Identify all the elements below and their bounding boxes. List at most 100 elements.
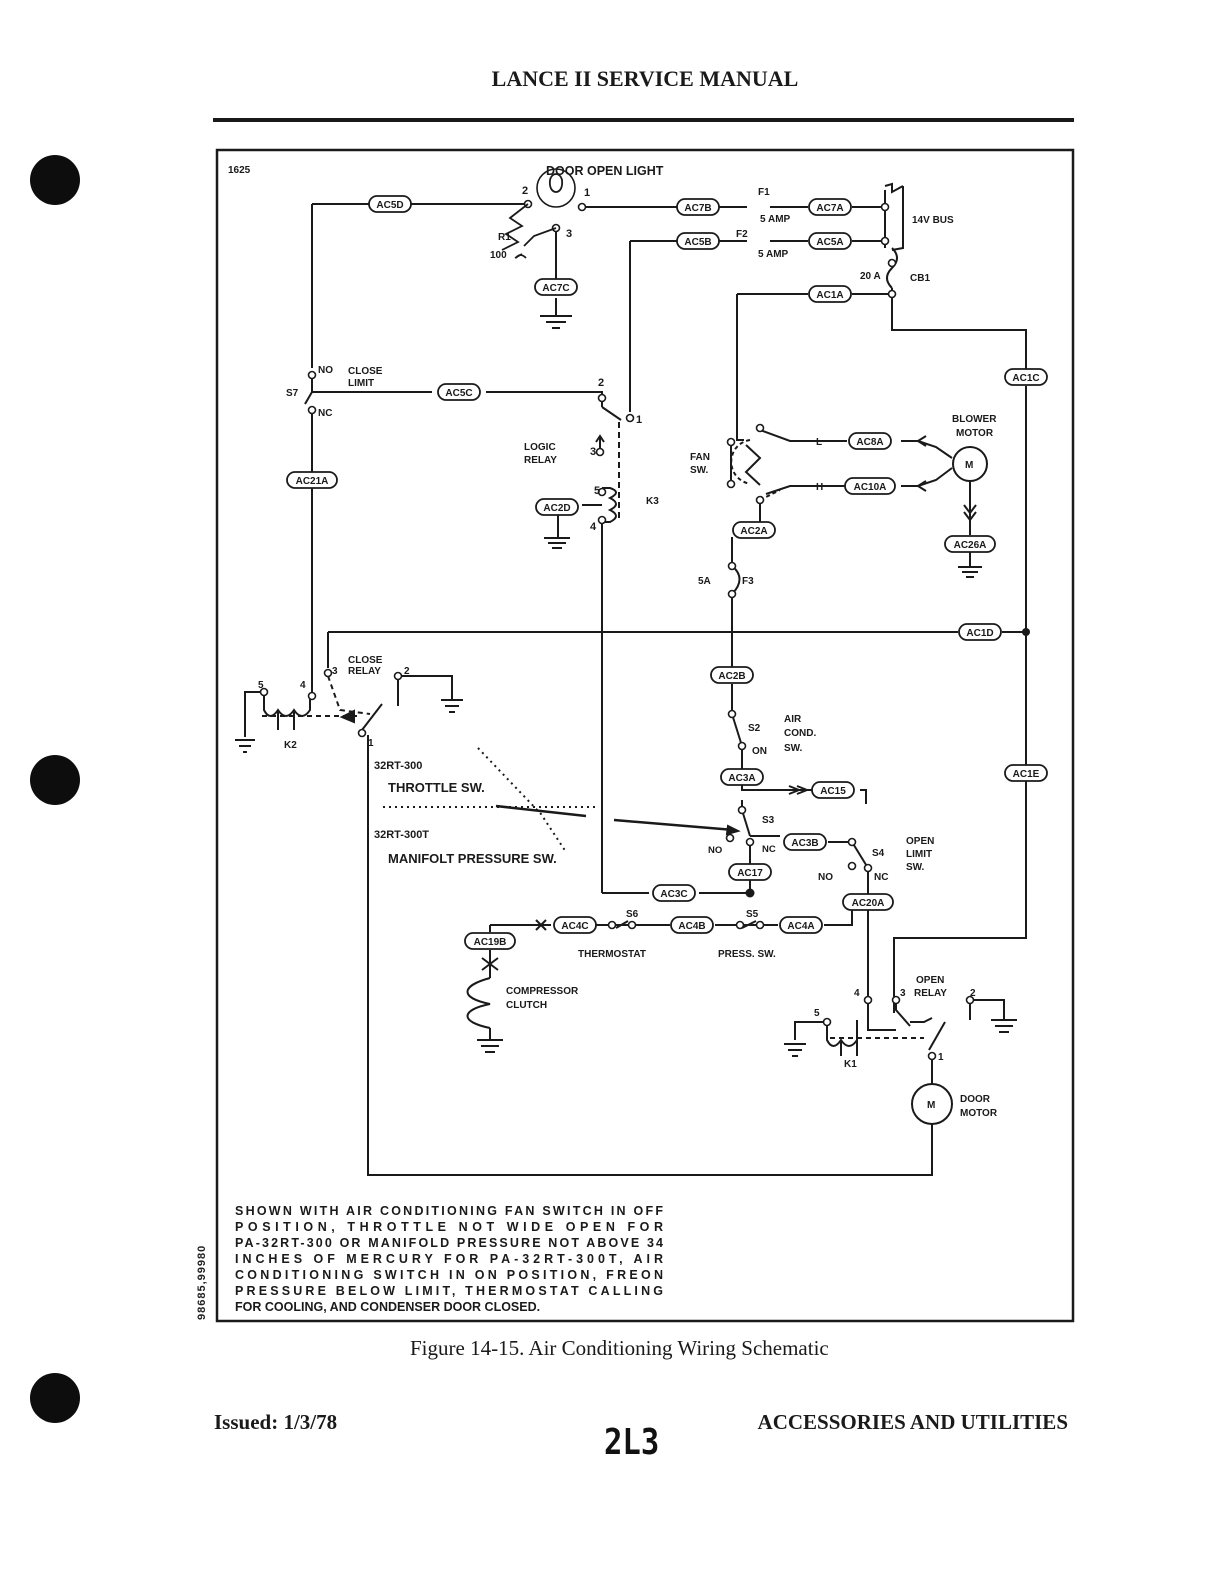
page-header: LANCE II SERVICE MANUAL — [491, 66, 799, 91]
open-relay-label: RELAY — [914, 988, 947, 999]
wire-label-text: AC4C — [561, 921, 588, 932]
wire-label-text: AC1A — [816, 290, 843, 301]
compressor-clutch-label: CLUTCH — [506, 1000, 547, 1011]
note-line: FOR COOLING, AND CONDENSER DOOR CLOSED. — [235, 1300, 540, 1314]
s5-label: S5 — [746, 909, 759, 920]
k1-label: K1 — [844, 1059, 857, 1070]
fuse-f2-label: F2 — [736, 229, 748, 240]
pressure-switch-label: PRESS. SW. — [718, 949, 776, 960]
close-relay-label: CLOSE — [348, 655, 383, 666]
wire-label-text: AC5D — [376, 200, 403, 211]
wire-label-text: AC1C — [1012, 373, 1039, 384]
wire-label-text: AC5B — [684, 237, 711, 248]
wire-label-text: AC17 — [737, 868, 763, 879]
open-limit-label: OPEN — [906, 836, 934, 847]
logic-relay-label: RELAY — [524, 455, 557, 466]
s4-no-label: NO — [818, 872, 833, 883]
pin-label: 2 — [404, 666, 410, 677]
s7-nc-label: NC — [318, 408, 332, 419]
wire-label-ac7b: AC7B — [676, 198, 720, 216]
pin-label: 5 — [258, 680, 264, 691]
door-motor-label: DOOR — [960, 1094, 991, 1105]
throttle-switch-label: THROTTLE SW. — [388, 780, 485, 795]
wire-label-ac5b: AC5B — [676, 232, 720, 250]
breaker-label: CB1 — [910, 273, 930, 284]
wire-label-text: AC4A — [787, 921, 814, 932]
wire-label-text: AC7B — [684, 203, 711, 214]
pin-label: 1 — [584, 187, 590, 199]
fuse-f1-rating: 5 AMP — [760, 214, 791, 225]
wire-label-ac20a: AC20A — [842, 893, 894, 911]
s4-label: S4 — [872, 848, 885, 859]
wire-label-text: AC3A — [728, 773, 755, 784]
note-line: INCHES OF MERCURY FOR PA-32RT-300T, AIR — [235, 1252, 663, 1266]
breaker-rating: 20 A — [860, 271, 881, 282]
pin-label: 2 — [522, 185, 528, 197]
wire-label-text: AC26A — [954, 540, 987, 551]
wire-label-ac19b: AC19B — [464, 932, 516, 950]
wire-label-ac1e: AC1E — [1004, 764, 1048, 782]
pin-label: 3 — [566, 228, 572, 240]
fuse-f3-rating: 5A — [698, 576, 711, 587]
binder-hole-bottom — [30, 1373, 80, 1423]
wire-label-text: AC1D — [966, 628, 993, 639]
s3-label: S3 — [762, 815, 775, 826]
door-motor-symbol: M — [927, 1100, 935, 1111]
wire-label-text: AC5C — [445, 388, 472, 399]
figure-number: 1625 — [228, 165, 251, 176]
wire-label-ac4c: AC4C — [553, 916, 597, 934]
close-limit-label: LIMIT — [348, 378, 374, 389]
wire-label-ac2b: AC2B — [710, 666, 754, 684]
manifold-switch-label: MANIFOLT PRESSURE SW. — [388, 851, 557, 866]
wire-label-text: AC2D — [543, 503, 570, 514]
wire-label-ac7c: AC7C — [534, 278, 578, 296]
fan-switch-label: FAN — [690, 452, 710, 463]
note-line: PRESSURE BELOW LIMIT, THERMOSTAT CALLING — [235, 1284, 663, 1298]
wire-label-ac17: AC17 — [728, 863, 772, 881]
wire-label-text: AC7C — [542, 283, 569, 294]
wire-label-text: AC21A — [296, 476, 329, 487]
blower-motor-label: BLOWER — [952, 414, 997, 425]
note-line: SHOWN WITH AIR CONDITIONING FAN SWITCH I… — [235, 1204, 663, 1218]
note-line: PA-32RT-300 OR MANIFOLD PRESSURE NOT ABO… — [235, 1236, 663, 1250]
wire-label-ac4a: AC4A — [779, 916, 823, 934]
wire-label-ac10a: AC10A — [844, 477, 896, 495]
binder-hole-middle — [30, 755, 80, 805]
wire-label-ac3a: AC3A — [720, 768, 764, 786]
pin-label: 3 — [590, 446, 596, 458]
pin-label: 4 — [300, 680, 306, 691]
wire-label-ac1a: AC1A — [808, 285, 852, 303]
close-relay-label: RELAY — [348, 666, 381, 677]
compressor-clutch-label: COMPRESSOR — [506, 986, 579, 997]
wire-label-text: AC15 — [820, 786, 846, 797]
pin-label: 1 — [368, 738, 374, 749]
wire-label-text: AC4B — [678, 921, 705, 932]
schematic-notes: SHOWN WITH AIR CONDITIONING FAN SWITCH I… — [235, 1204, 663, 1314]
bus-label: 14V BUS — [912, 215, 954, 226]
s3-nc-label: NC — [762, 844, 776, 855]
wire-label-text: AC8A — [856, 437, 883, 448]
binder-hole-top — [30, 155, 80, 205]
close-limit-label: CLOSE — [348, 366, 383, 377]
fuse-f1-label: F1 — [758, 187, 770, 198]
s2-label: S2 — [748, 723, 761, 734]
door-open-light-title: DOOR OPEN LIGHT — [546, 164, 664, 178]
s3-no-label: NO — [708, 845, 722, 856]
fuse-f2-rating: 5 AMP — [758, 249, 789, 260]
wire-label-text: AC10A — [854, 482, 887, 493]
wire-label-ac1c: AC1C — [1004, 368, 1048, 386]
wire-label-ac4b: AC4B — [670, 916, 714, 934]
model-a-label: 32RT-300 — [374, 760, 422, 772]
s4-nc-label: NC — [874, 872, 888, 883]
open-limit-label: SW. — [906, 862, 925, 873]
wire-label-ac2a: AC2A — [732, 521, 776, 539]
wire-label-ac5c: AC5C — [437, 383, 481, 401]
model-b-label: 32RT-300T — [374, 829, 429, 841]
pin-label: 2 — [970, 988, 976, 999]
pin-label: 2 — [598, 377, 604, 389]
resistor-value: 100 — [490, 250, 507, 261]
wire-label-text: AC2A — [740, 526, 767, 537]
resistor-name: R1 — [498, 232, 511, 243]
note-line: CONDITIONING SWITCH IN ON POSITION, FREO… — [235, 1268, 663, 1282]
